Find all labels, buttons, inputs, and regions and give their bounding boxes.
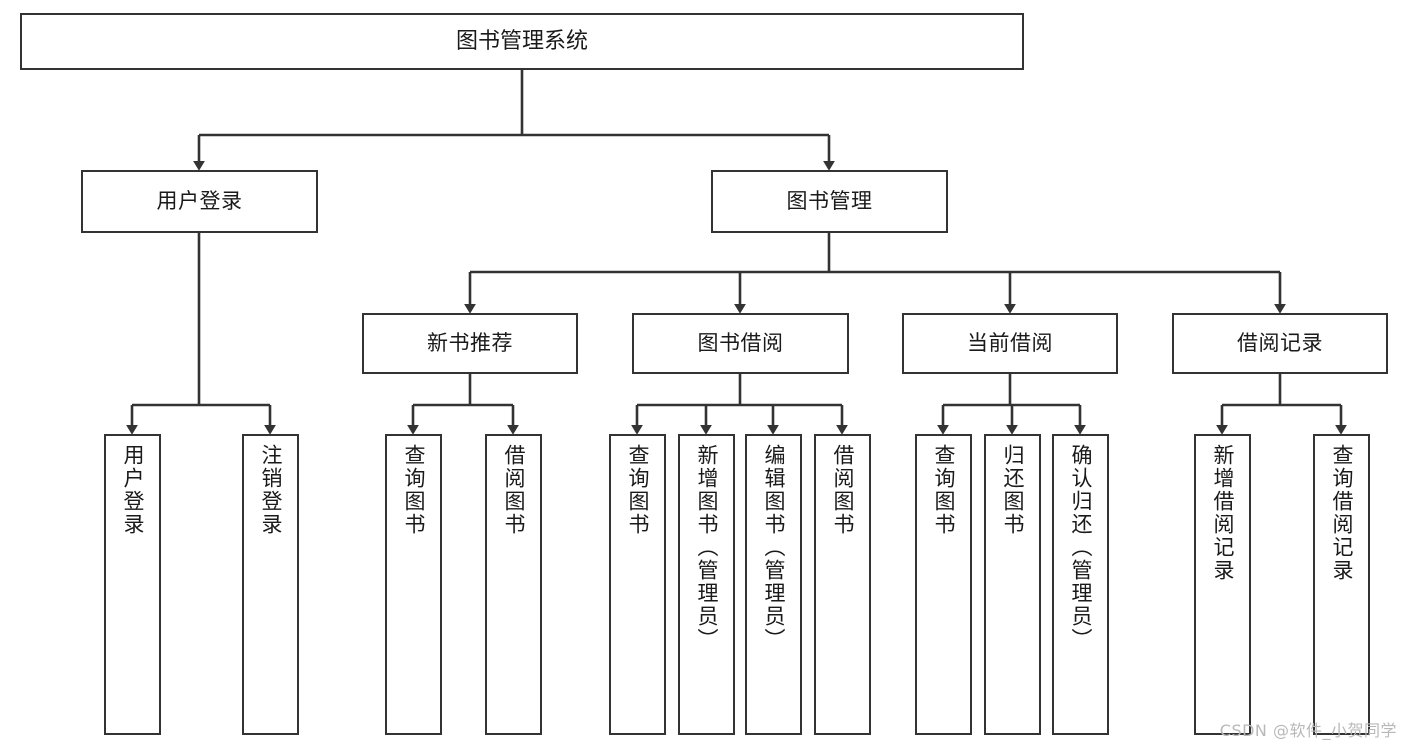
node-leaf-logout[interactable]: 注销登录	[242, 434, 299, 735]
node-new-book-recommend[interactable]: 新书推荐	[362, 313, 578, 374]
node-new-book-recommend-label: 新书推荐	[427, 331, 513, 356]
node-leaf-edit-book[interactable]: 编辑图书（管理员）	[745, 434, 802, 735]
node-leaf-query-book-1-label: 查询图书	[402, 444, 426, 536]
node-leaf-add-book[interactable]: 新增图书（管理员）	[678, 434, 735, 735]
node-user-login[interactable]: 用户登录	[81, 170, 318, 233]
node-leaf-borrow-book-1-label: 借阅图书	[502, 444, 526, 536]
node-leaf-return-book-label: 归还图书	[1001, 444, 1025, 536]
node-root-system-label: 图书管理系统	[455, 28, 588, 54]
node-book-borrow[interactable]: 图书借阅	[632, 313, 849, 374]
node-borrow-record-label: 借阅记录	[1237, 331, 1323, 356]
node-leaf-return-book[interactable]: 归还图书	[984, 434, 1041, 735]
node-root-system[interactable]: 图书管理系统	[20, 13, 1024, 70]
node-leaf-user-login-label: 用户登录	[121, 444, 145, 536]
node-book-borrow-label: 图书借阅	[697, 331, 784, 356]
node-leaf-query-borrow-record-label: 查询借阅记录	[1330, 444, 1354, 582]
node-leaf-query-book-3[interactable]: 查询图书	[915, 434, 972, 735]
node-leaf-borrow-book-1[interactable]: 借阅图书	[485, 434, 542, 735]
node-leaf-logout-label: 注销登录	[259, 444, 283, 536]
node-leaf-query-book-3-label: 查询图书	[932, 444, 956, 536]
node-book-management-label: 图书管理	[786, 189, 873, 214]
node-leaf-add-borrow-record[interactable]: 新增借阅记录	[1194, 434, 1251, 735]
node-leaf-add-borrow-record-label: 新增借阅记录	[1211, 444, 1235, 582]
node-leaf-confirm-return-label: 确认归还（管理员）	[1069, 444, 1093, 651]
node-leaf-query-book-2[interactable]: 查询图书	[609, 434, 666, 735]
node-user-login-label: 用户登录	[156, 189, 243, 214]
node-book-management[interactable]: 图书管理	[711, 170, 948, 233]
node-leaf-query-borrow-record[interactable]: 查询借阅记录	[1313, 434, 1370, 735]
node-leaf-edit-book-label: 编辑图书（管理员）	[762, 444, 786, 651]
node-leaf-confirm-return[interactable]: 确认归还（管理员）	[1052, 434, 1109, 735]
node-current-borrow[interactable]: 当前借阅	[902, 313, 1118, 374]
node-borrow-record[interactable]: 借阅记录	[1172, 313, 1388, 374]
node-leaf-query-book-1[interactable]: 查询图书	[385, 434, 442, 735]
node-leaf-query-book-2-label: 查询图书	[626, 444, 650, 536]
node-leaf-borrow-book-2-label: 借阅图书	[831, 444, 855, 536]
node-leaf-add-book-label: 新增图书（管理员）	[695, 444, 719, 651]
node-leaf-borrow-book-2[interactable]: 借阅图书	[814, 434, 871, 735]
node-leaf-user-login[interactable]: 用户登录	[104, 434, 161, 735]
node-current-borrow-label: 当前借阅	[967, 331, 1053, 356]
